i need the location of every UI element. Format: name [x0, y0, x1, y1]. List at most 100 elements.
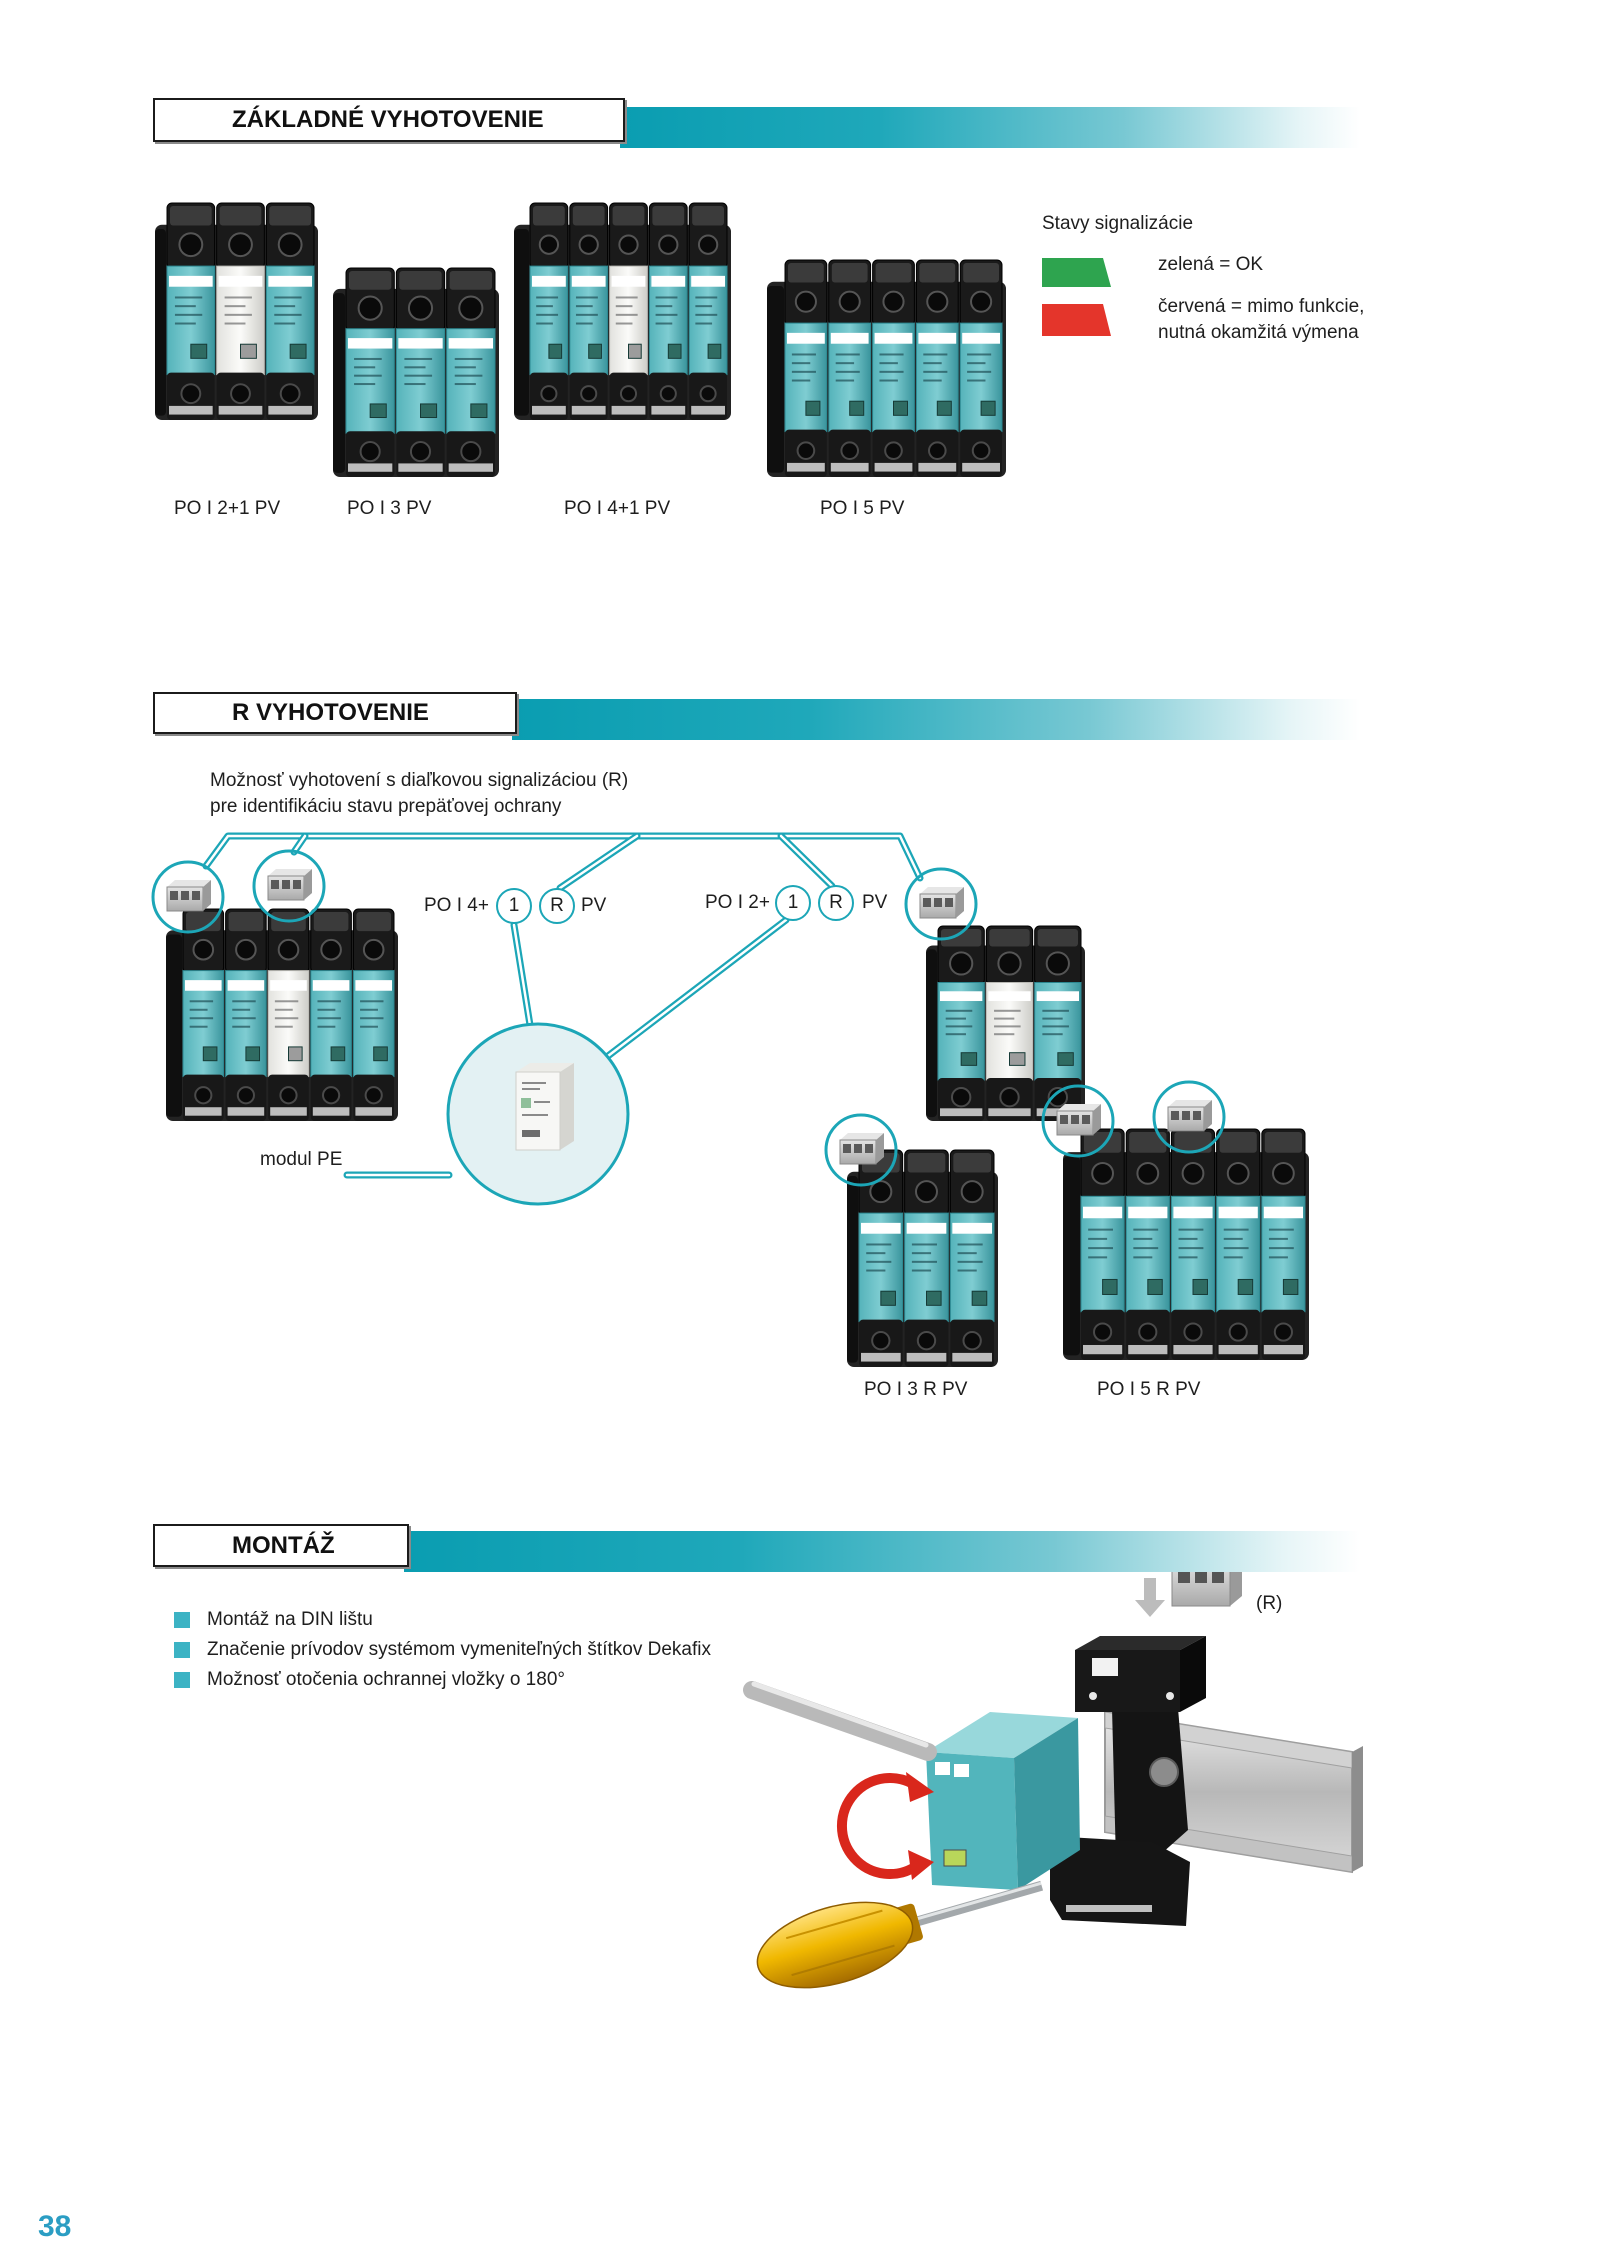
- module-label: [830, 332, 869, 344]
- module-text-line: [360, 1025, 378, 1028]
- terminal-marker: [448, 463, 493, 472]
- module-text-line: [224, 305, 246, 308]
- screwdriver-shaft-highlight: [913, 1881, 1042, 1922]
- module-text-line: [1088, 1228, 1113, 1231]
- module-text-line: [615, 313, 638, 316]
- status-window: [960, 1052, 978, 1066]
- variant-label-suffix: PV: [581, 895, 607, 916]
- module-text-line: [879, 353, 904, 356]
- device-side: [847, 1176, 858, 1363]
- screw-hole: [884, 441, 903, 460]
- device-po-i-3-pv: [333, 267, 499, 477]
- section-header-bar: [404, 1531, 1360, 1572]
- terminal-marker: [268, 405, 312, 415]
- status-window: [971, 1290, 988, 1306]
- device-side: [333, 293, 345, 473]
- screw-hole: [228, 232, 253, 258]
- remote-connector: [904, 867, 978, 941]
- marker-rod-highlight: [751, 1681, 929, 1748]
- connector-slot: [282, 880, 290, 889]
- module-label: [532, 275, 566, 287]
- module-text-line: [232, 1000, 256, 1003]
- screw-hole: [357, 295, 383, 321]
- module-text-line: [274, 296, 302, 299]
- device-label: PO I 4+1 PV: [564, 498, 671, 519]
- screw-hole: [460, 441, 482, 463]
- din-rail-end: [1352, 1746, 1363, 1872]
- module-text-line: [189, 1008, 208, 1011]
- module-text-line: [1178, 1247, 1204, 1250]
- connector-slot: [192, 891, 200, 900]
- module-text-line: [1133, 1256, 1153, 1259]
- module-text-line: [404, 357, 433, 360]
- holder-base: [1050, 1836, 1190, 1926]
- status-window: [245, 1046, 261, 1062]
- device-label: PO I 3 R PV: [864, 1379, 968, 1400]
- pe-link-line-inner: [512, 923, 532, 1027]
- module-label: [906, 1222, 947, 1234]
- module-text-line: [536, 322, 553, 325]
- connector-slot: [1182, 1111, 1190, 1120]
- screw-hole: [359, 441, 381, 463]
- terminal-marker: [1083, 1344, 1123, 1355]
- terminal-cap: [1174, 1132, 1212, 1153]
- module-text-line: [1268, 1256, 1288, 1259]
- module-label: [185, 980, 222, 991]
- terminal-marker: [940, 1108, 983, 1117]
- module-text-line: [1178, 1228, 1204, 1231]
- module-text-line: [695, 296, 718, 299]
- screw-hole: [409, 441, 432, 463]
- module-text-line: [1133, 1228, 1159, 1231]
- remote-connector: [1152, 1080, 1226, 1154]
- module-text-line: [174, 305, 196, 308]
- terminal-cap: [186, 912, 221, 932]
- screw-hole: [699, 385, 717, 403]
- module-label: [268, 275, 312, 287]
- rotate-arrow-head: [906, 1772, 934, 1802]
- module-text-line: [1223, 1228, 1249, 1231]
- module-text-line: [835, 370, 860, 373]
- status-window: [1009, 1052, 1026, 1066]
- module-text-line: [354, 383, 376, 386]
- connector-slot: [1082, 1115, 1090, 1124]
- module-status-window: [943, 1849, 967, 1867]
- module-text-line: [967, 353, 992, 356]
- module-text-line: [911, 1243, 938, 1246]
- pe-module-zoom: [446, 1022, 630, 1206]
- signal-bus-line-inner: [204, 834, 922, 880]
- screw-hole: [619, 385, 638, 403]
- module-text-line: [274, 313, 302, 316]
- status-window: [628, 343, 642, 359]
- screw-hole: [658, 234, 679, 255]
- status-window: [1147, 1278, 1163, 1295]
- screw-hole: [236, 1086, 255, 1105]
- module-label: [651, 275, 686, 287]
- module-label: [861, 1222, 901, 1234]
- module-label: [1128, 1206, 1168, 1219]
- variant-label-suffix: PV: [862, 892, 888, 913]
- module-text-line: [923, 353, 948, 356]
- screw-hole: [1226, 1161, 1250, 1185]
- module-text-line: [923, 370, 948, 373]
- rotate-arrow-icon: [837, 1773, 921, 1879]
- module-text-line: [274, 305, 296, 308]
- bullet-square: [174, 1672, 190, 1688]
- terminal-cap: [170, 206, 212, 226]
- mounting-illustration: [743, 1550, 1363, 1989]
- intro-text: pre identifikáciu stavu prepäťovej ochra…: [210, 796, 562, 817]
- screw-hole: [916, 1330, 937, 1351]
- status-window: [936, 400, 952, 416]
- terminal-marker: [830, 462, 869, 472]
- screw-hole: [279, 1086, 298, 1105]
- terminal-cap: [1219, 1132, 1257, 1153]
- terminal-cap: [228, 912, 264, 932]
- module-text-line: [1268, 1247, 1294, 1250]
- screw-hole: [1093, 1322, 1113, 1342]
- connector-side: [304, 869, 312, 900]
- variant-label-prefix: PO I 4+: [424, 895, 489, 916]
- connector-slot: [1071, 1115, 1079, 1124]
- module-label: [270, 980, 307, 991]
- device-side: [926, 949, 937, 1118]
- terminal-cap: [953, 1153, 991, 1173]
